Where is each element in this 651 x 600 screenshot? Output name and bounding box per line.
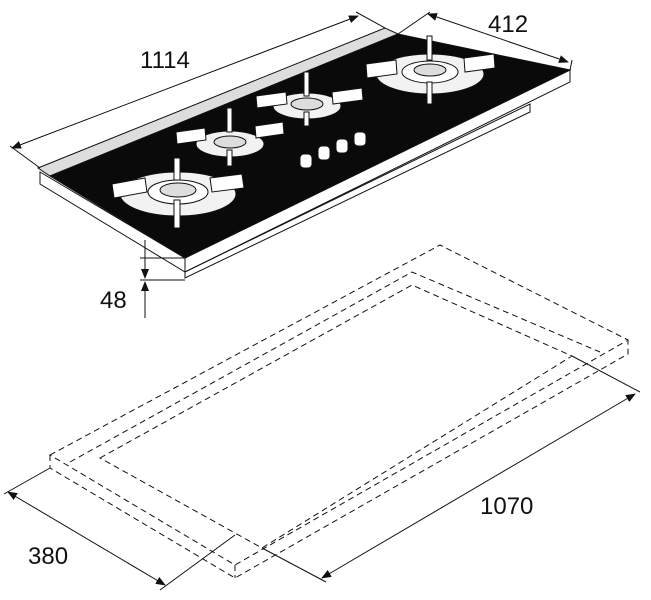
knob[interactable] [299,153,313,169]
knob[interactable] [317,145,331,161]
knob[interactable] [353,131,367,147]
cutout-width-label: 1070 [480,493,533,520]
worktop-cutout [48,244,630,579]
hob-base [184,103,531,279]
cutout-depth-label: 380 [28,543,68,570]
hob-height-label: 48 [100,287,127,314]
hob-width-label: 1114 [140,47,190,74]
burner-large-front [111,157,245,229]
cutout-dimension-lines [3,355,641,591]
burner-large-right [365,35,496,105]
hob-depth-label: 412 [488,11,528,38]
gas-hob [36,27,572,279]
knob[interactable] [335,138,349,154]
hob-dimension-lines [9,11,573,318]
